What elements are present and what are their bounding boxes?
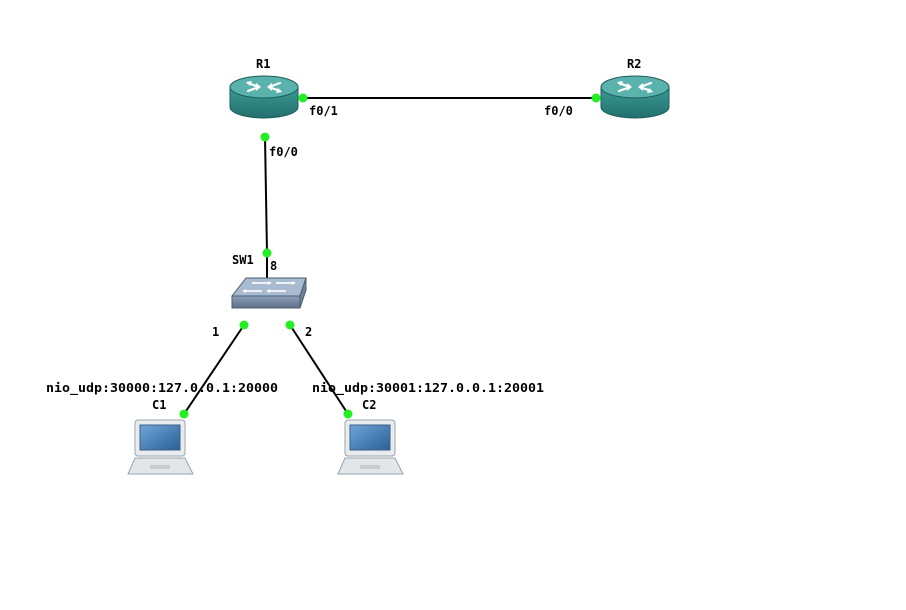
port-label-r1-f01: f0/1: [309, 104, 338, 118]
port-status-c2[interactable]: [343, 409, 353, 419]
port-status-r1-f01[interactable]: [298, 93, 308, 103]
port-status-sw1-2[interactable]: [285, 320, 295, 330]
host-c2-label: C2: [362, 398, 376, 412]
nio-label-c1: nio_udp:30000:127.0.0.1:20000: [46, 381, 278, 396]
port-label-sw1-1: 1: [212, 325, 219, 339]
port-status-c1[interactable]: [179, 409, 189, 419]
port-status-sw1-1[interactable]: [239, 320, 249, 330]
nio-label-c2: nio_udp:30001:127.0.0.1:20001: [312, 381, 544, 396]
link-sw1-c1[interactable]: [183, 324, 245, 415]
port-status-r1-f00[interactable]: [260, 132, 270, 142]
host-c1-label: C1: [152, 398, 166, 412]
port-label-sw1-8: 8: [270, 259, 277, 273]
laptop-icon: [337, 419, 404, 475]
host-c1[interactable]: C1: [127, 398, 194, 475]
link-r1-sw1[interactable]: [264, 136, 268, 254]
port-status-sw1-8[interactable]: [262, 248, 272, 258]
switch-sw1-label: SW1: [232, 253, 254, 267]
switch-icon: [230, 277, 307, 309]
router-icon: [600, 75, 670, 119]
host-c2[interactable]: C2: [337, 398, 404, 475]
port-label-r1-f00: f0/0: [269, 145, 298, 159]
router-r1[interactable]: R1: [229, 57, 299, 119]
switch-sw1[interactable]: SW1: [230, 253, 307, 309]
link-sw1-c2[interactable]: [289, 324, 349, 415]
router-r2-label: R2: [627, 57, 641, 71]
router-r1-label: R1: [256, 57, 270, 71]
laptop-icon: [127, 419, 194, 475]
port-label-sw1-2: 2: [305, 325, 312, 339]
router-r2[interactable]: R2: [600, 57, 670, 119]
port-status-r2-f00[interactable]: [591, 93, 601, 103]
port-label-r2-f00: f0/0: [544, 104, 573, 118]
router-icon: [229, 75, 299, 119]
